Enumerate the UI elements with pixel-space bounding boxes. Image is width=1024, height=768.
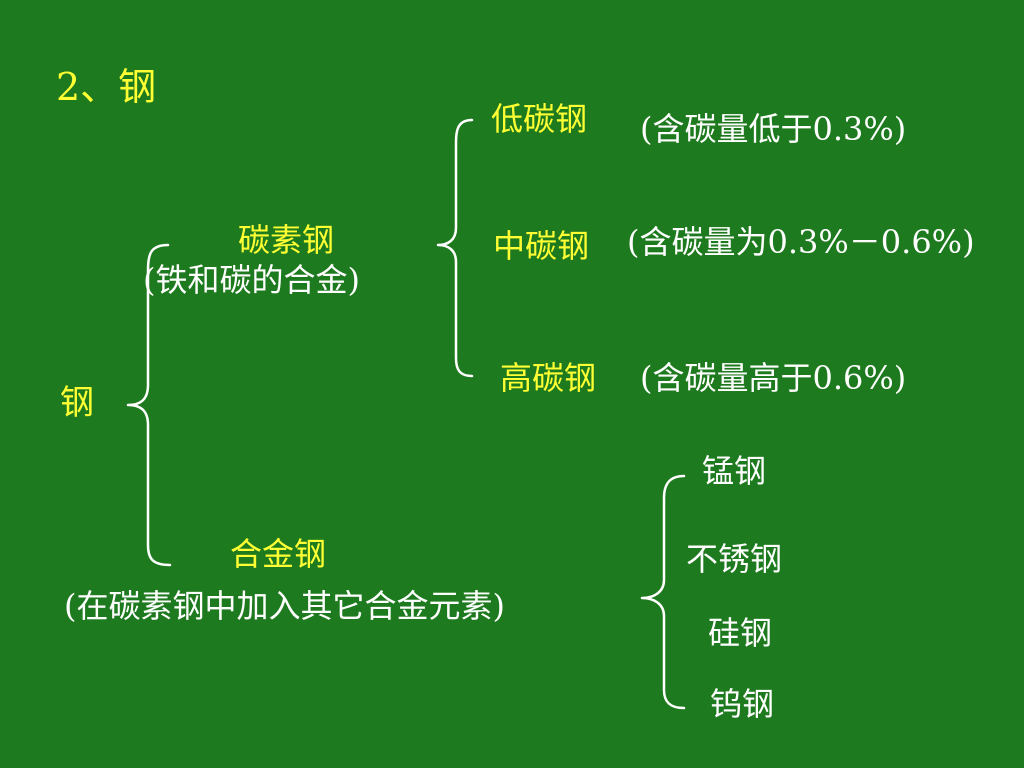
page-title: 2、钢 [56,65,157,109]
high-carbon-steel-label: 高碳钢 [500,359,597,397]
medium-carbon-steel-label: 中碳钢 [493,227,590,265]
medium-carbon-steel-note: (含碳量为0.3%－0.6%) [627,223,975,261]
low-carbon-steel-label: 低碳钢 [491,100,588,138]
manganese-steel-label: 锰钢 [702,452,767,490]
carbon-steel-note: (铁和碳的合金) [143,261,360,299]
tungsten-steel-label: 钨钢 [710,685,775,723]
brace-carbon-steel [436,118,474,378]
alloy-steel-note: (在碳素钢中加入其它合金元素) [64,587,505,625]
brace-alloy-steel [640,474,686,710]
carbon-steel-label: 碳素钢 [238,221,335,259]
stainless-steel-label: 不锈钢 [686,540,783,578]
low-carbon-steel-note: (含碳量低于0.3%) [640,110,907,148]
alloy-steel-label: 合金钢 [230,535,327,573]
high-carbon-steel-note: (含碳量高于0.6%) [640,359,907,397]
silicon-steel-label: 硅钢 [708,614,773,652]
root-label: 钢 [60,383,94,423]
